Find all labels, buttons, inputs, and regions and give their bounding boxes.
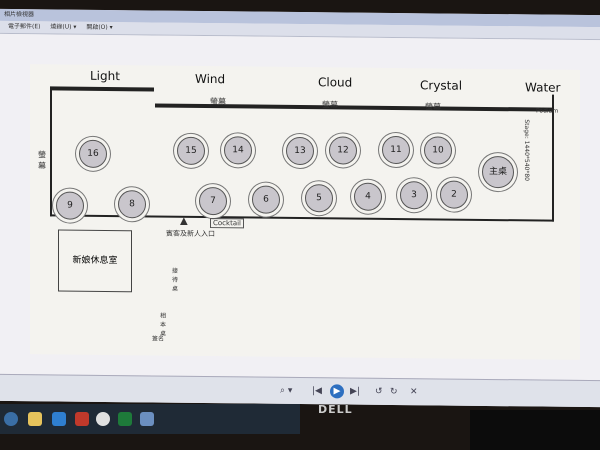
- taskbar: [0, 404, 300, 434]
- dell-logo: DELL: [318, 403, 353, 416]
- stage-label: Stage: 1440*540*80: [523, 119, 530, 182]
- keyboard: [470, 410, 600, 450]
- round-table: 13: [286, 136, 314, 166]
- rotate-left-button[interactable]: ↺: [375, 386, 383, 397]
- bride-room: 新娘休息室: [58, 229, 132, 293]
- room-cloud: Cloud: [318, 75, 353, 90]
- entrance-arrow-icon: ▲: [180, 215, 188, 227]
- slideshow-button[interactable]: ▶: [330, 384, 344, 399]
- menu-open[interactable]: 開啟(O) ▾: [86, 23, 113, 32]
- previous-button[interactable]: |◀: [312, 386, 322, 397]
- floor-plan: Light Wind Cloud Crystal Water 螢幕 螢幕 螢幕 …: [30, 64, 580, 360]
- screen-label-crystal: 螢幕: [425, 102, 441, 112]
- delete-button[interactable]: ✕: [410, 387, 418, 398]
- photo-viewer-window: 相片檢視器 電子郵件(E) 燒錄(U) ▾ 開啟(O) ▾ Light Wind…: [0, 8, 600, 408]
- rotate-right-button[interactable]: ↻: [390, 386, 398, 398]
- screen-label-left: 螢幕: [38, 150, 46, 171]
- room-water: Water: [525, 80, 561, 95]
- image-canvas: Light Wind Cloud Crystal Water 螢幕 螢幕 螢幕 …: [0, 33, 600, 381]
- viewer-toolbar: ⌕ ▾ |◀ ▶ ▶| ↺ ↻ ✕: [0, 373, 600, 408]
- round-table: 3: [400, 181, 428, 210]
- cocktail-label: Cocktail: [210, 218, 244, 229]
- round-table: 主桌: [482, 155, 514, 189]
- room-crystal: Crystal: [420, 78, 463, 93]
- excel-icon[interactable]: [118, 412, 132, 426]
- chrome-icon[interactable]: [96, 412, 110, 426]
- entrance-label: 賓客及新人入口: [166, 229, 215, 239]
- round-table: 11: [382, 135, 410, 165]
- screen-label-wind: 螢幕: [210, 97, 226, 107]
- menu-burn[interactable]: 燒錄(U) ▾: [50, 23, 77, 31]
- round-table: 15: [177, 136, 205, 166]
- round-table: 5: [305, 184, 333, 213]
- media-icon[interactable]: [75, 412, 89, 426]
- sign-label: 簽名: [152, 335, 165, 343]
- round-table: 8: [118, 190, 146, 219]
- start-icon[interactable]: [4, 412, 18, 426]
- round-table: 16: [79, 139, 107, 168]
- round-table: 10: [424, 136, 452, 165]
- podium-label: Podium: [536, 107, 559, 115]
- round-table: 2: [440, 180, 468, 209]
- round-table: 6: [252, 185, 280, 214]
- next-button[interactable]: ▶|: [350, 386, 360, 397]
- room-light: Light: [90, 68, 120, 84]
- explorer-icon[interactable]: [28, 412, 42, 426]
- ie-icon[interactable]: [52, 412, 66, 426]
- round-table: 12: [329, 136, 357, 165]
- room-wind: Wind: [195, 71, 226, 87]
- photo-viewer-icon[interactable]: [140, 412, 154, 426]
- screen-label-cloud: 螢幕: [322, 100, 338, 110]
- round-table: 4: [354, 182, 382, 211]
- zoom-button[interactable]: ⌕ ▾: [280, 385, 293, 396]
- round-table: 7: [199, 186, 227, 216]
- menu-email[interactable]: 電子郵件(E): [8, 22, 41, 31]
- round-table: 14: [224, 136, 252, 165]
- reception-label: 接待桌: [172, 267, 179, 293]
- round-table: 9: [56, 191, 84, 220]
